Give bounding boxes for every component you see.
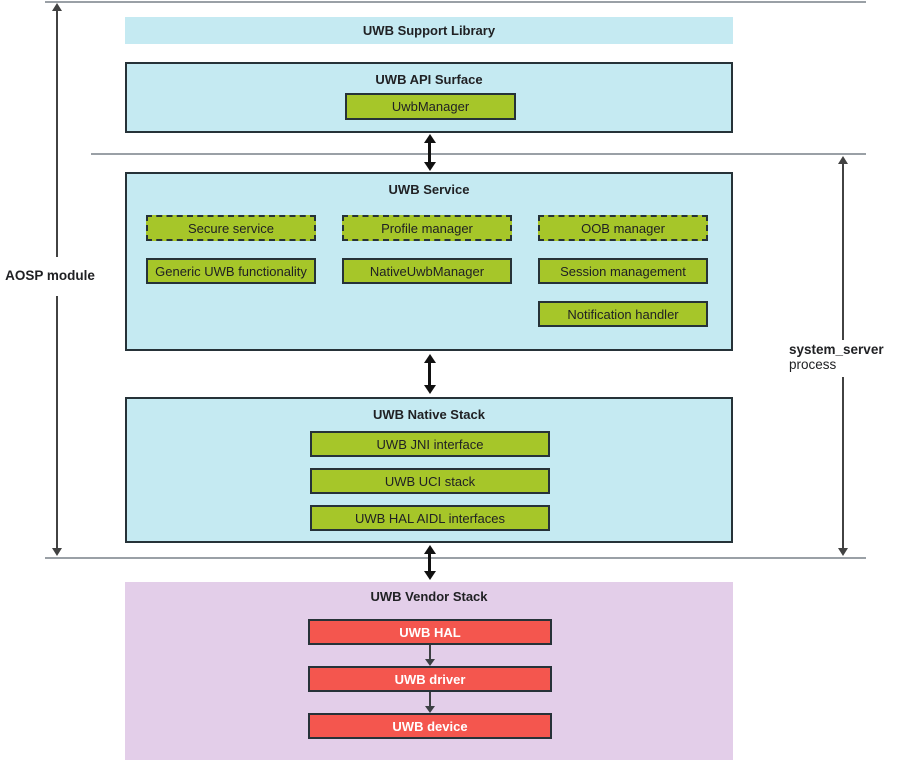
system-server-extent-arrow-lower bbox=[842, 377, 844, 548]
api-surface-box: UWB API Surface UwbManager bbox=[125, 62, 733, 133]
uwb-service-title: UWB Service bbox=[388, 182, 470, 197]
chip-uwb-hal-aidl-interfaces: UWB HAL AIDL interfaces bbox=[310, 505, 550, 531]
system-server-label: system_server process bbox=[789, 342, 884, 372]
support-library-bar: UWB Support Library bbox=[125, 17, 733, 44]
mid-divider-line bbox=[91, 153, 866, 155]
system-server-label-line1: system_server bbox=[789, 342, 884, 357]
hal-driver-arrow bbox=[429, 645, 431, 659]
chip-oob-manager: OOB manager bbox=[538, 215, 708, 241]
support-library-title: UWB Support Library bbox=[362, 23, 496, 38]
chip-session-management: Session management bbox=[538, 258, 708, 284]
aosp-extent-arrow-upper bbox=[56, 11, 58, 257]
vendor-stack-box: UWB Vendor Stack UWB HAL UWB driver UWB … bbox=[125, 582, 733, 760]
uwb-service-box: UWB Service Secure service Profile manag… bbox=[125, 172, 733, 351]
system-server-label-line2: process bbox=[789, 357, 837, 372]
chip-generic-uwb-functionality: Generic UWB functionality bbox=[146, 258, 316, 284]
chip-uwb-device: UWB device bbox=[308, 713, 552, 739]
chip-uwb-hal: UWB HAL bbox=[308, 619, 552, 645]
vendor-stack-title: UWB Vendor Stack bbox=[370, 589, 488, 604]
native-stack-title: UWB Native Stack bbox=[373, 407, 485, 422]
native-stack-box: UWB Native Stack UWB JNI interface UWB U… bbox=[125, 397, 733, 543]
aosp-extent-arrow-lower bbox=[56, 296, 58, 548]
native-vendor-double-arrow bbox=[428, 554, 431, 571]
chip-uwb-manager: UwbManager bbox=[345, 93, 516, 120]
chip-uwb-driver: UWB driver bbox=[308, 666, 552, 692]
chip-secure-service: Secure service bbox=[146, 215, 316, 241]
system-server-extent-arrow-upper bbox=[842, 164, 844, 340]
chip-native-uwb-manager: NativeUwbManager bbox=[342, 258, 512, 284]
chip-profile-manager: Profile manager bbox=[342, 215, 512, 241]
bottom-divider-line bbox=[45, 557, 866, 559]
api-surface-title: UWB API Surface bbox=[375, 72, 483, 87]
chip-notification-handler: Notification handler bbox=[538, 301, 708, 327]
driver-device-arrow bbox=[429, 692, 431, 706]
service-native-double-arrow bbox=[428, 363, 431, 385]
chip-uwb-jni-interface: UWB JNI interface bbox=[310, 431, 550, 457]
chip-uwb-uci-stack: UWB UCI stack bbox=[310, 468, 550, 494]
api-service-double-arrow bbox=[428, 143, 431, 162]
top-divider-line bbox=[45, 1, 866, 3]
aosp-module-label: AOSP module bbox=[5, 268, 95, 283]
